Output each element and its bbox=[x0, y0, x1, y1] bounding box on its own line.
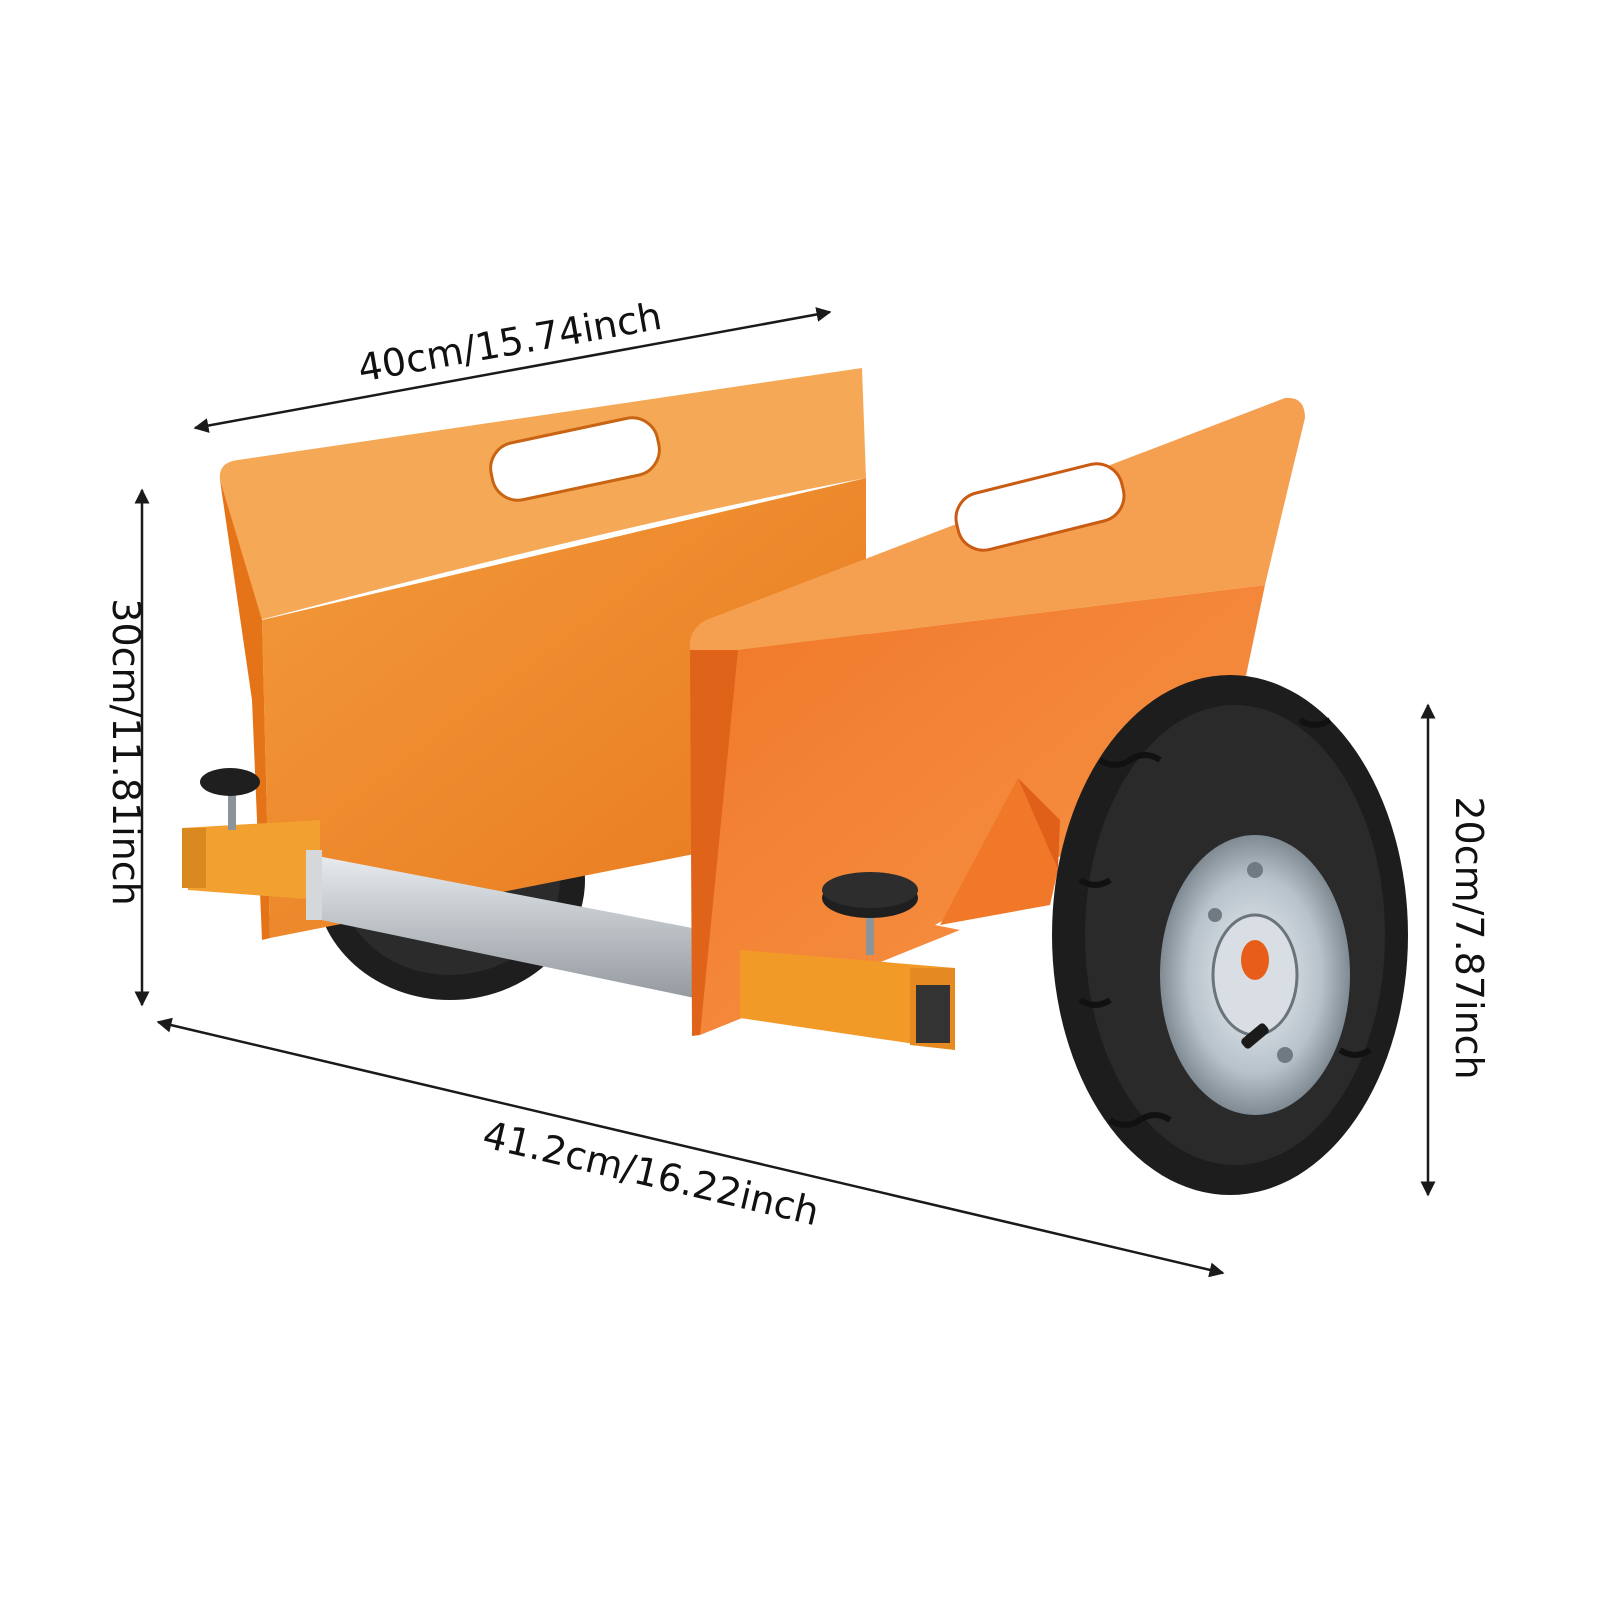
axle-rod bbox=[306, 850, 755, 1010]
left-bracket bbox=[182, 768, 320, 900]
gusset bbox=[940, 778, 1060, 925]
width-label: 40cm/15.74inch bbox=[355, 294, 665, 391]
front-panel-handle bbox=[954, 462, 1126, 552]
left-clamp-knob[interactable] bbox=[200, 768, 260, 796]
front-panel bbox=[689, 397, 1305, 1036]
length-dimension: 41.2cm/16.22inch bbox=[156, 1017, 1225, 1278]
wheel-label: 20cm/7.87inch bbox=[1447, 796, 1491, 1079]
front-wheel bbox=[1052, 675, 1408, 1195]
height-label: 30cm/11.81inch bbox=[104, 598, 148, 905]
length-label: 41.2cm/16.22inch bbox=[479, 1112, 824, 1234]
wheel-dimension: 20cm/7.87inch bbox=[1420, 703, 1491, 1197]
height-dimension: 30cm/11.81inch bbox=[104, 488, 150, 1007]
